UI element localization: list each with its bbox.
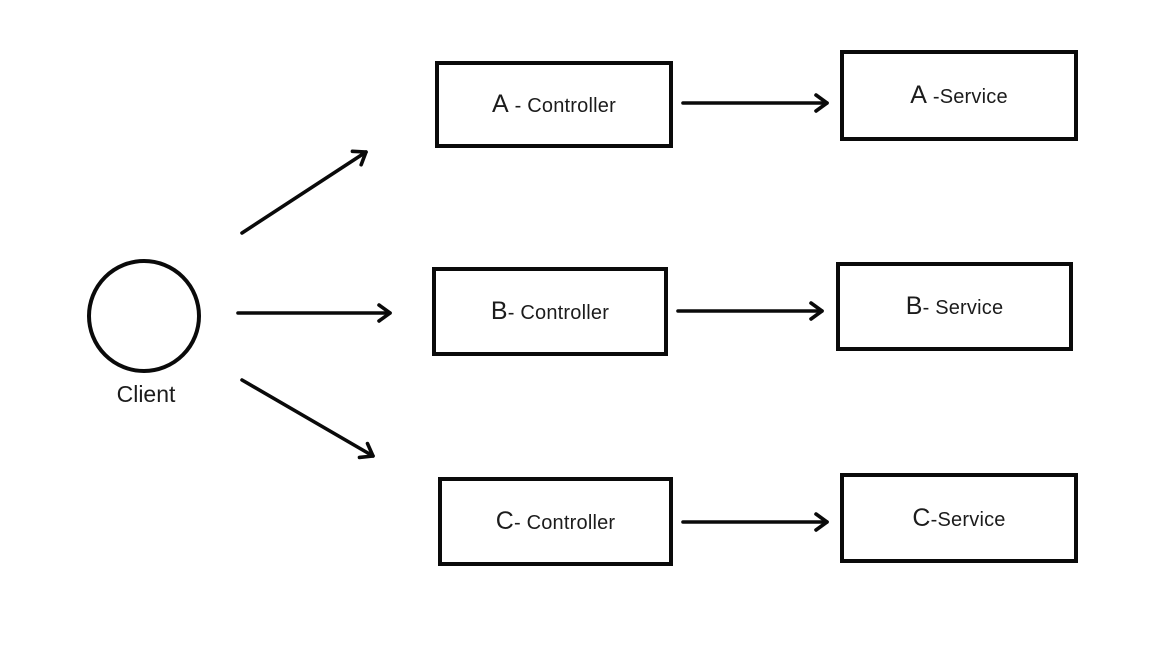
client-label: Client xyxy=(116,381,176,407)
node-b-service: B- Service xyxy=(836,262,1073,351)
node-c-controller: C- Controller xyxy=(438,477,673,566)
client-node-circle xyxy=(87,259,201,373)
node-b-service-letter: B xyxy=(905,292,923,320)
node-a-service-letter: A xyxy=(910,81,928,109)
node-b-controller-label: B- Controller xyxy=(491,297,609,326)
node-b-controller-letter: B xyxy=(490,297,508,325)
node-c-controller-label: C- Controller xyxy=(496,507,616,536)
node-a-controller-letter: A xyxy=(492,90,509,118)
node-c-service-label: C-Service xyxy=(912,504,1005,533)
arrow-client-to-c-controller xyxy=(240,378,375,460)
arrow-client-to-a-controller xyxy=(240,149,368,235)
node-c-controller-rest: - Controller xyxy=(513,512,616,534)
node-c-service-rest: -Service xyxy=(930,508,1006,531)
node-a-service-label: A -Service xyxy=(910,81,1008,110)
node-c-controller-letter: C xyxy=(495,507,514,535)
node-a-service: A -Service xyxy=(840,50,1078,141)
node-c-service-letter: C xyxy=(912,503,931,532)
node-b-service-rest: - Service xyxy=(922,297,1004,319)
node-b-service-label: B- Service xyxy=(906,292,1004,321)
node-a-controller: A - Controller xyxy=(435,61,673,148)
node-b-controller-rest: - Controller xyxy=(507,302,610,324)
node-a-controller-rest: - Controller xyxy=(508,95,616,117)
node-a-service-rest: -Service xyxy=(927,86,1008,108)
node-c-service: C-Service xyxy=(840,473,1078,563)
node-a-controller-label: A - Controller xyxy=(492,90,616,119)
node-b-controller: B- Controller xyxy=(432,267,668,356)
